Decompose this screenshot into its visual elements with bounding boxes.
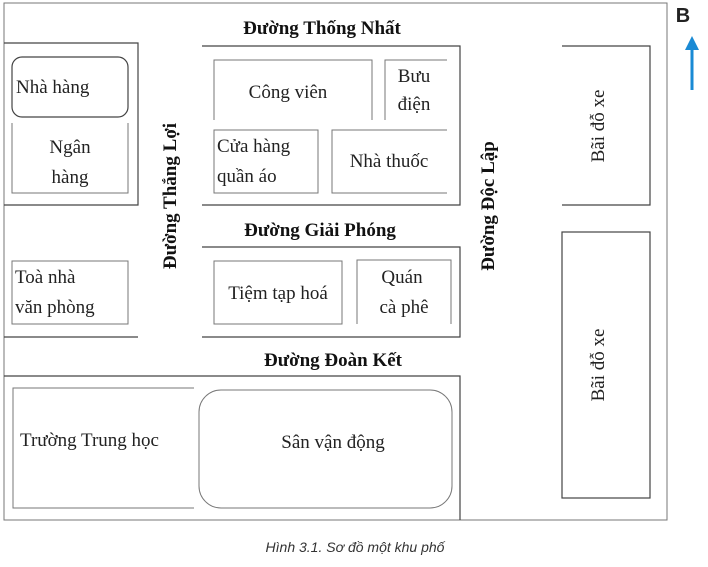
grocery-box	[213, 260, 343, 325]
left-block-north	[4, 42, 139, 206]
center-block-north	[202, 45, 461, 206]
map-frame	[3, 2, 668, 521]
pharmacy-label: Nhà thuốc	[350, 151, 429, 172]
office-label-2: văn phòng	[15, 297, 95, 318]
center-block-middle	[202, 246, 461, 338]
street-thong-nhat: Đường Thống Nhất	[243, 18, 401, 39]
figure-caption: Hình 3.1. Sơ đồ một khu phố	[266, 539, 446, 555]
clothing-store-box	[213, 129, 319, 194]
parking-box-1	[562, 45, 651, 206]
street-doc-lap: Đường Độc Lập	[478, 141, 499, 271]
bank-box	[11, 123, 129, 194]
bottom-block	[4, 375, 461, 520]
high-school-label: Trường Trung học	[20, 430, 159, 451]
stadium-label: Sân vận động	[281, 432, 385, 453]
grocery-label: Tiệm tạp hoá	[228, 283, 328, 304]
stadium-box	[198, 389, 453, 509]
restaurant-label: Nhà hàng	[16, 77, 90, 98]
parking-label-2: Bãi đỗ xe	[588, 329, 609, 402]
post-office-label-1: Bưu	[398, 66, 431, 87]
bank-label-2: hàng	[52, 167, 89, 188]
clothing-store-label-1: Cửa hàng	[217, 136, 291, 157]
bank-label-1: Ngân	[49, 137, 91, 158]
cafe-label-2: cà phê	[379, 297, 428, 318]
street-giai-phong: Đường Giải Phóng	[244, 220, 396, 241]
street-doan-ket: Đường Đoàn Kết	[264, 350, 403, 371]
clothing-store-label-2: quần áo	[217, 166, 277, 187]
post-office-box	[384, 59, 447, 120]
cafe-box	[356, 259, 452, 324]
parking-label-1: Bãi đỗ xe	[588, 90, 609, 163]
restaurant-box	[11, 56, 129, 118]
cafe-label-1: Quán	[381, 267, 423, 288]
office-box	[11, 260, 129, 325]
pharmacy-box	[331, 129, 447, 194]
parking-box-2	[561, 231, 651, 499]
north-label: B	[676, 5, 690, 27]
park-box	[213, 59, 373, 120]
north-arrow-icon	[685, 36, 699, 90]
park-label: Công viên	[249, 82, 328, 103]
high-school-box	[12, 387, 194, 509]
street-thang-loi: Đường Thắng Lợi	[160, 123, 181, 269]
post-office-label-2: điện	[398, 94, 431, 115]
office-label-1: Toà nhà	[15, 267, 76, 288]
